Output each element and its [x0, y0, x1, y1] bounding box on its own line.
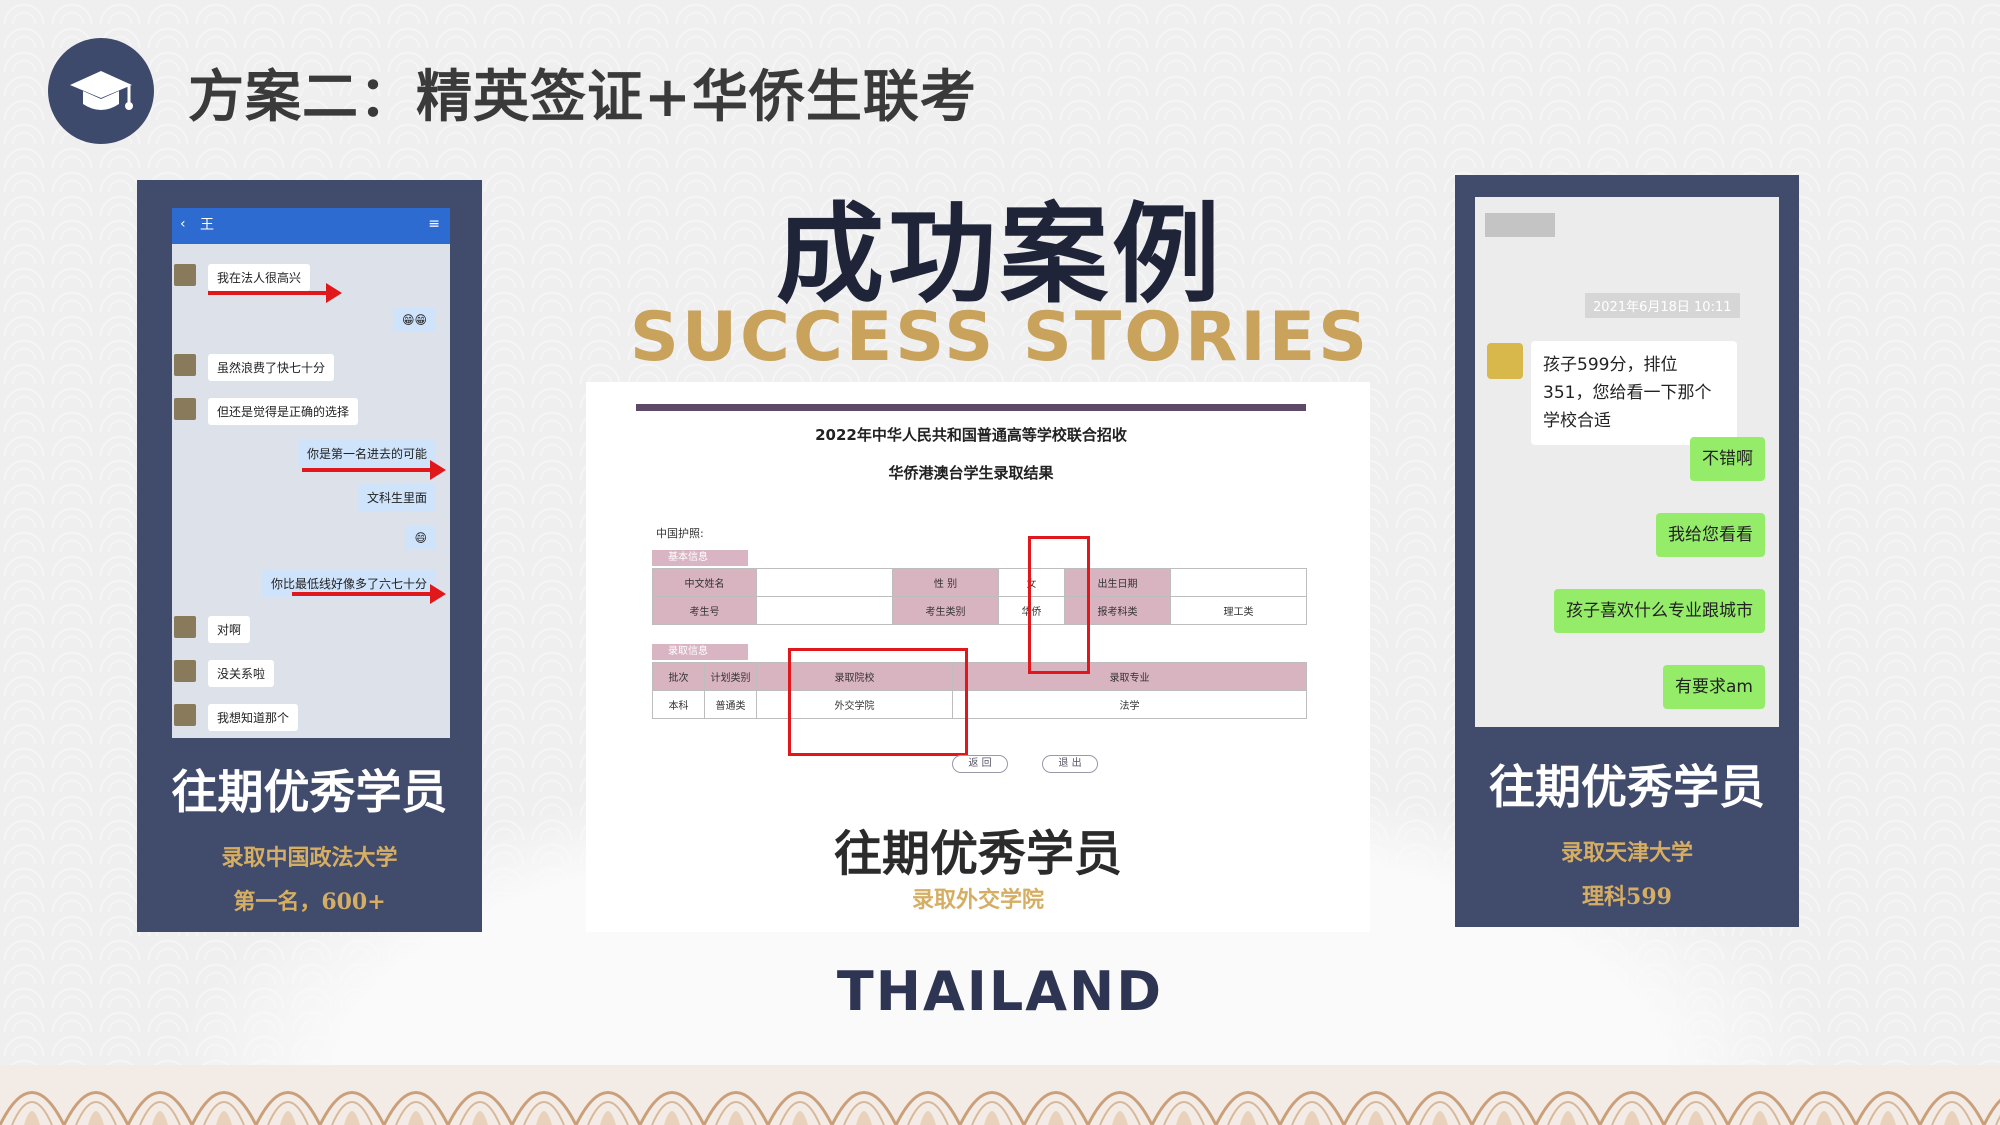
document-bar	[636, 404, 1306, 411]
chat-screenshot: 2021年6月18日 10:11 孩子599分，排位351，您给看一下那个学校合…	[1475, 197, 1779, 727]
table-cell: 录取专业	[952, 662, 1307, 691]
avatar	[174, 264, 196, 286]
table-row: 批次 计划类别 录取院校 录取专业	[652, 662, 1307, 691]
chat-message: 我给您看看	[1656, 513, 1765, 557]
student-label: 往期优秀学员	[171, 765, 448, 819]
table-cell	[756, 596, 893, 625]
table-cell: 批次	[652, 662, 705, 691]
admission-school: 录取外交学院	[911, 887, 1044, 913]
student-label: 往期优秀学员	[833, 826, 1122, 882]
table-cell: 报考科类	[1064, 596, 1171, 625]
chat-message: 不错啊	[1690, 437, 1765, 481]
table-cell: 法学	[952, 690, 1307, 719]
passport-label: 中国护照:	[656, 527, 704, 540]
admission-score: 理科599	[1582, 884, 1672, 910]
chat-message: 我想知道那个	[208, 704, 299, 731]
table-cell: 中文姓名	[652, 568, 757, 597]
highlight-arrow	[302, 460, 446, 480]
chat-message: 你是第一名进去的可能	[297, 440, 436, 467]
chat-message: 😁😁	[392, 308, 436, 332]
menu-icon: ≡	[428, 216, 440, 232]
avatar	[174, 354, 196, 376]
avatar	[174, 704, 196, 726]
avatar	[174, 616, 196, 638]
decorative-border	[0, 1065, 2000, 1125]
section-subtitle: SUCCESS STORIES	[629, 298, 1371, 377]
basic-info-table: 中文姓名 性 别 女 出生日期 考生号 考生类别 华侨 报考科类 理工类	[652, 568, 1307, 625]
back-icon: ‹	[180, 216, 186, 232]
table-cell: 考生类别	[892, 596, 999, 625]
table-cell: 本科	[652, 690, 705, 719]
document-subtitle: 华侨港澳台学生录取结果	[888, 464, 1054, 482]
chat-header: ‹ 王 ≡	[172, 208, 450, 244]
table-cell: 考生号	[652, 596, 757, 625]
page-title: 方案二：精英签证+华侨生联考	[188, 64, 977, 130]
chat-message: 没关系啦	[208, 660, 275, 687]
chat-message: 我在法人很高兴	[208, 264, 311, 291]
highlight-box	[788, 648, 968, 756]
graduation-cap-icon	[70, 71, 133, 110]
table-cell	[756, 568, 893, 597]
highlight-box	[1028, 536, 1090, 674]
avatar	[1487, 343, 1523, 379]
table-cell: 华侨	[998, 596, 1065, 625]
chat-message: 孩子喜欢什么专业跟城市	[1554, 589, 1765, 633]
student-label: 往期优秀学员	[1489, 760, 1765, 814]
admission-table: 批次 计划类别 录取院校 录取专业 本科 普通类 外交学院 法学	[652, 662, 1307, 719]
section-label-admission: 录取信息	[652, 644, 748, 660]
avatar	[174, 660, 196, 682]
student-card-right: 2021年6月18日 10:11 孩子599分，排位351，您给看一下那个学校合…	[1455, 175, 1799, 927]
section-label-basic: 基本信息	[652, 550, 748, 566]
chat-screenshot: ‹ 王 ≡ 我在法人很高兴 😁😁 虽然浪费了快七十分 但还是觉得是正确的选择 你…	[172, 208, 450, 738]
document-title: 2022年中华人民共和国普通高等学校联合招收	[815, 426, 1127, 444]
table-row: 本科 普通类 外交学院 法学	[652, 690, 1307, 719]
student-card-left: ‹ 王 ≡ 我在法人很高兴 😁😁 虽然浪费了快七十分 但还是觉得是正确的选择 你…	[137, 180, 482, 932]
student-card-center: 2022年中华人民共和国普通高等学校联合招收 华侨港澳台学生录取结果 中国护照:…	[586, 382, 1370, 932]
chat-message: 虽然浪费了快七十分	[208, 354, 335, 381]
highlight-arrow	[208, 283, 342, 303]
table-row: 中文姓名 性 别 女 出生日期	[652, 568, 1307, 597]
table-cell: 理工类	[1170, 596, 1307, 625]
chat-message: 😄	[405, 526, 436, 550]
chat-message: 有要求am	[1663, 665, 1765, 709]
table-row: 考生号 考生类别 华侨 报考科类 理工类	[652, 596, 1307, 625]
section-title: 成功案例	[775, 193, 1224, 318]
table-cell: 性 别	[892, 568, 999, 597]
chat-contact-name: 王	[200, 217, 214, 233]
chat-message: 但还是觉得是正确的选择	[208, 398, 359, 425]
admission-school: 录取天津大学	[1560, 840, 1693, 866]
table-cell: 计划类别	[704, 662, 757, 691]
chat-message: 对啊	[208, 616, 251, 643]
chat-message: 孩子599分，排位351，您给看一下那个学校合适	[1531, 341, 1737, 445]
table-cell	[1170, 568, 1307, 597]
logo-badge	[48, 38, 154, 144]
chat-timestamp: 2021年6月18日 10:11	[1585, 293, 1740, 318]
country-label: THAILAND	[836, 960, 1164, 1023]
blurred-contact-name	[1485, 213, 1555, 237]
admission-school: 录取中国政法大学	[221, 845, 398, 871]
chat-message: 文科生里面	[357, 484, 436, 511]
admission-score: 第一名，600+	[233, 889, 386, 915]
avatar	[174, 398, 196, 420]
exit-button[interactable]: 退 出	[1042, 755, 1098, 773]
highlight-arrow	[292, 584, 446, 604]
back-button[interactable]: 返 回	[952, 755, 1008, 773]
table-cell: 普通类	[704, 690, 757, 719]
